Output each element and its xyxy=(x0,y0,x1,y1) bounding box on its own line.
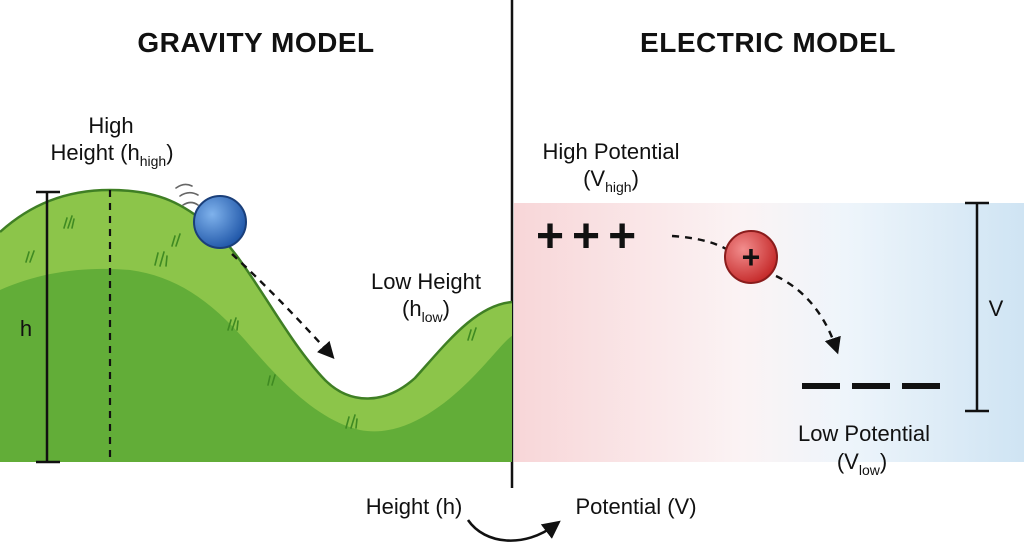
test-charge xyxy=(724,230,778,284)
height-scale-bar xyxy=(36,190,60,464)
gravity-title: GRAVITY MODEL xyxy=(137,27,374,58)
voltage-axis-label: V xyxy=(989,296,1004,321)
high-height-label-line1: High xyxy=(88,113,133,138)
high-potential-label-line1: High Potential xyxy=(543,139,680,164)
mapping-to-label: Potential (V) xyxy=(575,494,696,519)
electric-title: ELECTRIC MODEL xyxy=(640,27,896,58)
voltage-scale-bar xyxy=(965,201,989,413)
mapping-from-label: Height (h) xyxy=(366,494,463,519)
high-height-label-line2: Height (hhigh) xyxy=(50,140,173,169)
high-potential-label-line2: (Vhigh) xyxy=(583,166,639,195)
low-potential-label-line1: Low Potential xyxy=(798,421,930,446)
low-potential-label-line2: (Vlow) xyxy=(837,449,887,478)
mapping-arrow xyxy=(466,519,561,542)
hill xyxy=(0,188,513,462)
motion-lines xyxy=(175,183,199,206)
ball-path-arrow xyxy=(231,253,335,360)
low-height-label-line1: Low Height xyxy=(371,269,481,294)
height-axis-label: h xyxy=(20,316,32,341)
charge-path-start xyxy=(671,234,729,252)
ball xyxy=(193,195,247,249)
low-height-label-line2: (hlow) xyxy=(402,296,450,325)
test-charge-symbol: + xyxy=(742,239,761,275)
positive-charges: +++ xyxy=(536,210,644,263)
